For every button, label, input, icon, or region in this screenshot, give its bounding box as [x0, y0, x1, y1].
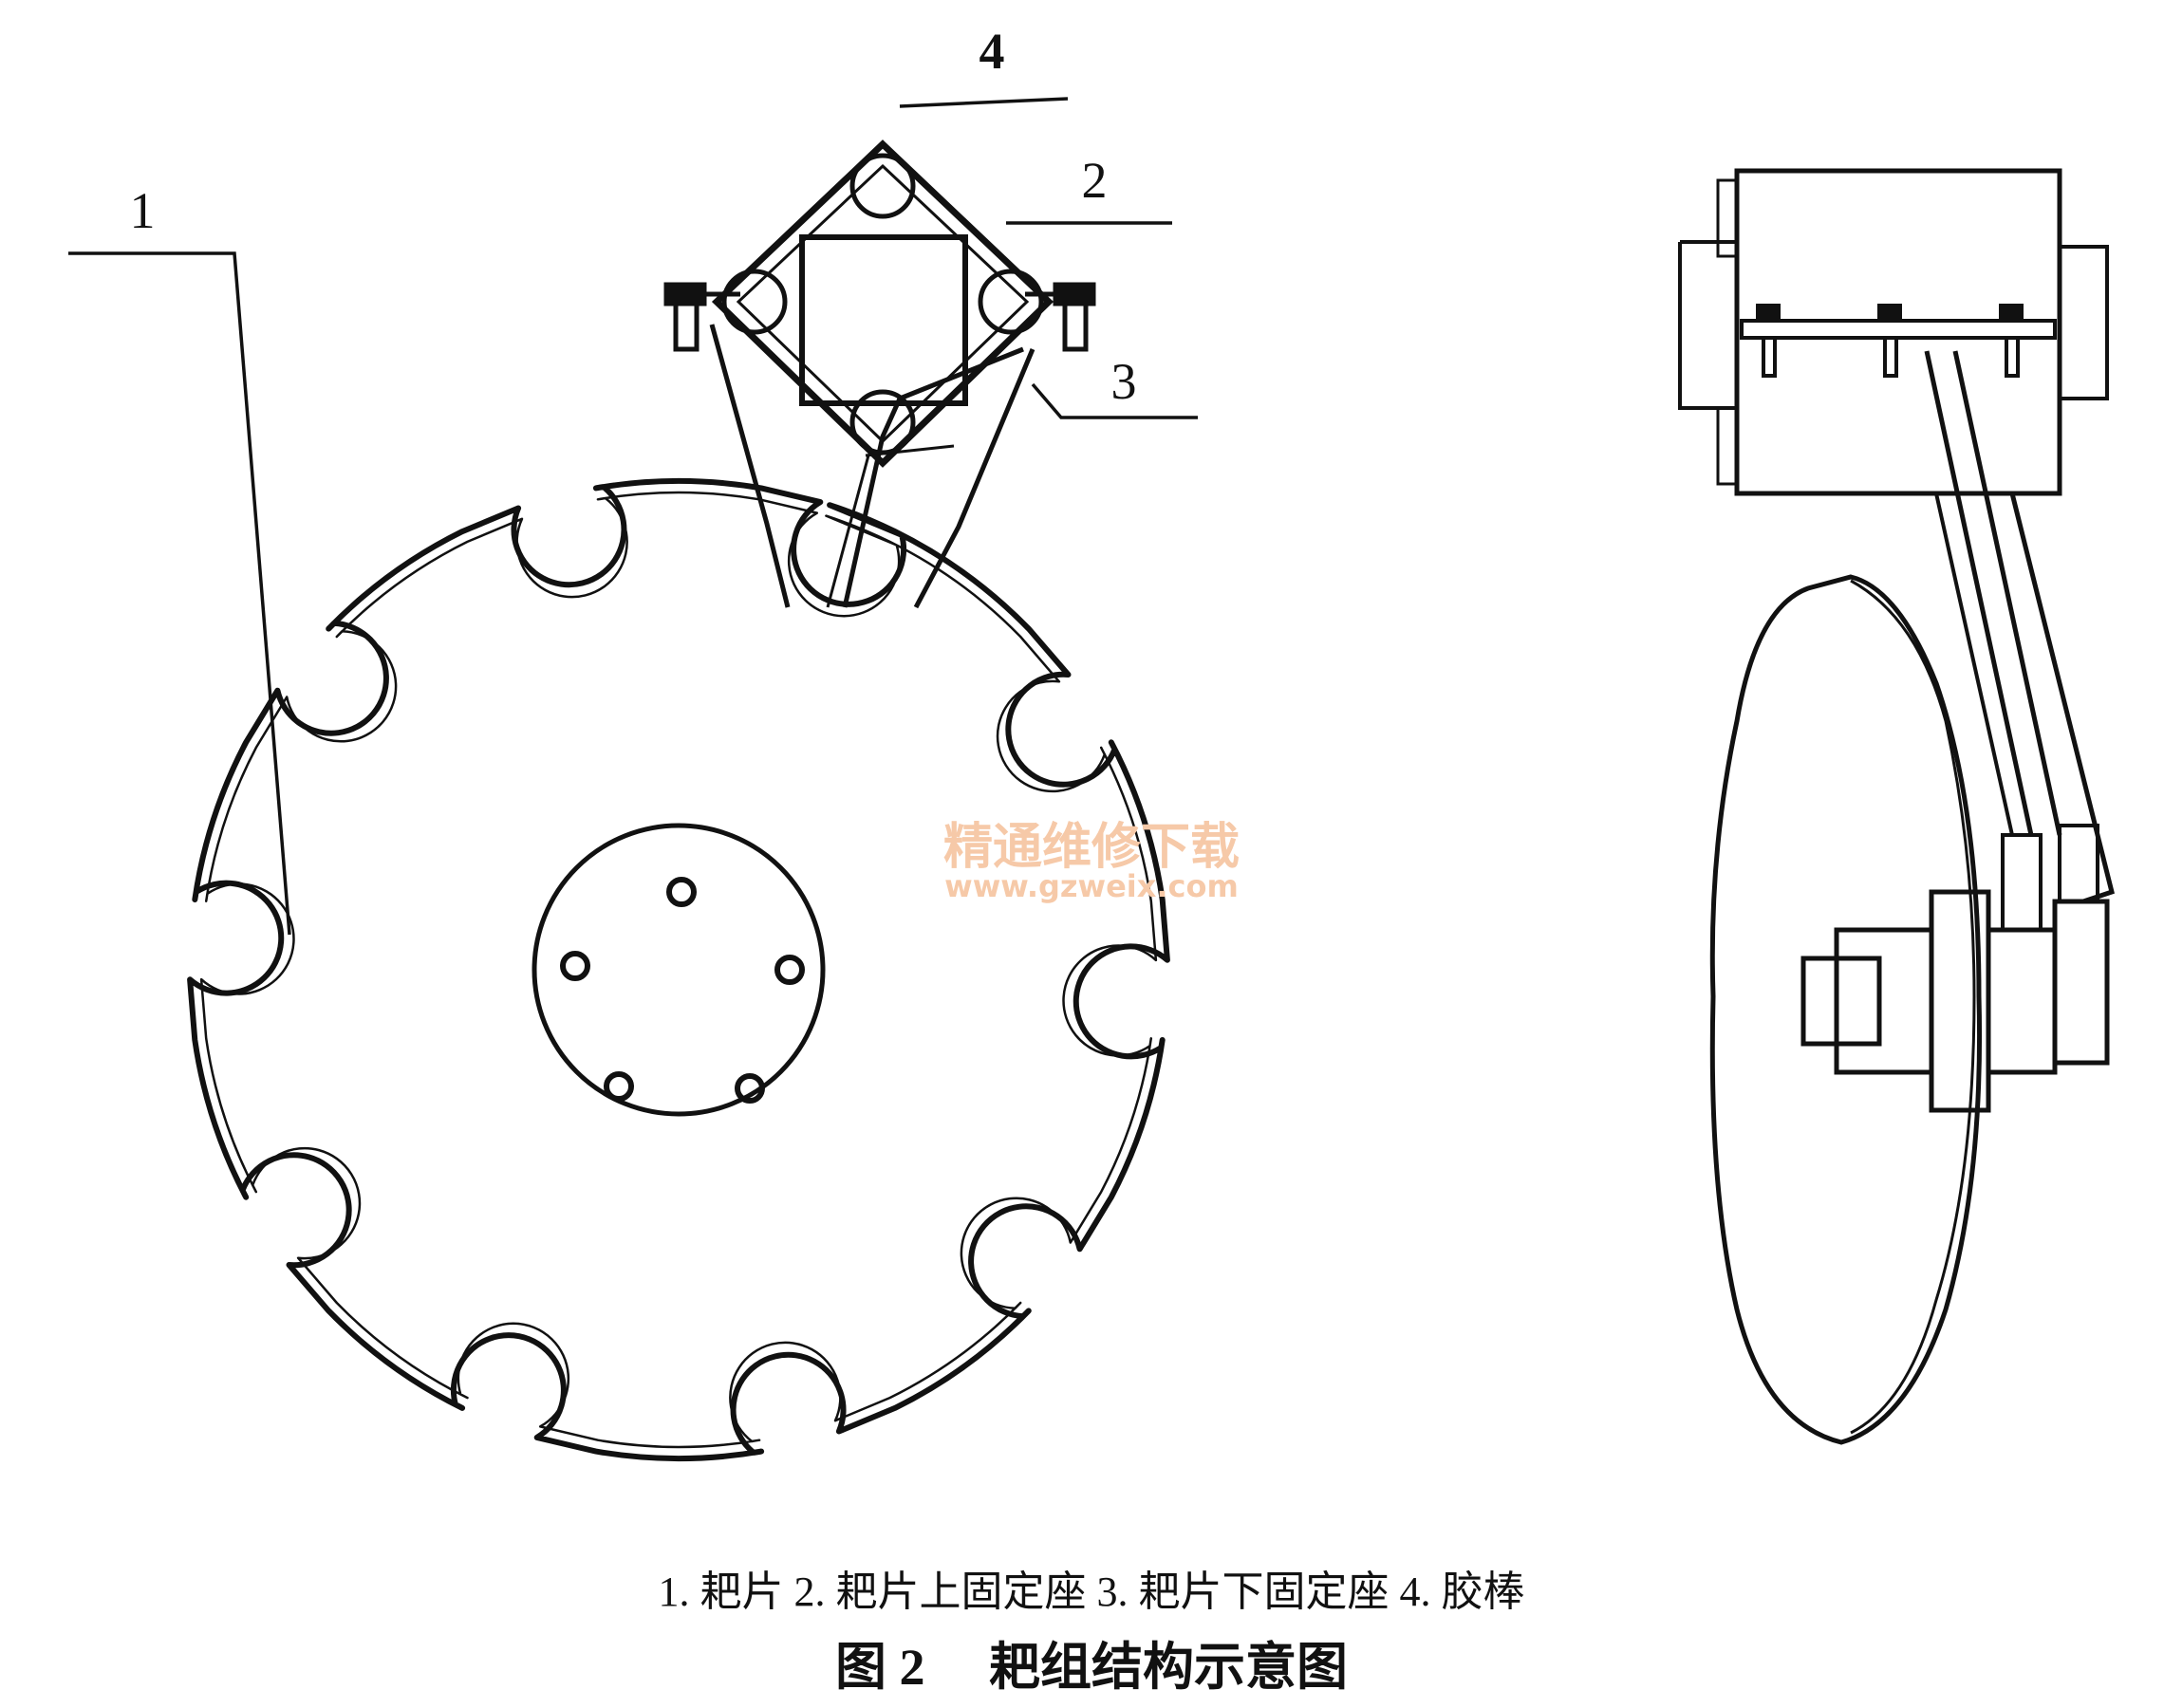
- lower-mount-shank: [709, 324, 1035, 609]
- figure-caption: 图 2 耙组结构示意图: [835, 1639, 1348, 1696]
- legend: 1. 耙片 2. 耙片上固定座 3. 耙片下固定座 4. 胶棒: [659, 1569, 1525, 1615]
- side-bearing-housing: [1800, 956, 1882, 1047]
- side-clamp-plate: [1740, 319, 2057, 340]
- rubber-rod: [849, 153, 916, 219]
- leader-4: [899, 97, 1069, 108]
- hub-bolt: [735, 1073, 765, 1104]
- leader-1: [68, 251, 291, 936]
- side-view: [1678, 168, 2115, 1445]
- leader-lines: [68, 97, 1198, 936]
- callout-2: 2: [1082, 152, 1108, 209]
- upper-fixing-seat: [663, 139, 1096, 468]
- side-disc-outline: [1709, 574, 1983, 1445]
- clamp-diamond-inner: [736, 163, 1030, 444]
- clamp-bolt-right: [1025, 282, 1096, 352]
- square-shaft: [799, 234, 968, 406]
- rubber-rod: [849, 389, 916, 455]
- frame-block: [1734, 168, 2062, 496]
- callout-3: 3: [1111, 353, 1137, 410]
- clamp-diamond: [711, 139, 1054, 468]
- watermark-cn: 精通维修下载: [943, 819, 1240, 876]
- hub-bolt: [774, 955, 805, 985]
- callout-1: 1: [130, 182, 156, 239]
- disc-outline: [187, 477, 1170, 1462]
- hub-circle: [532, 823, 826, 1117]
- disc-hub: [532, 823, 826, 1117]
- leader-3: [1031, 382, 1198, 419]
- disc-outline-inner: [199, 491, 1158, 1449]
- clamp-bolt-left: [663, 282, 740, 352]
- watermark-url: www.gzweix.com: [944, 868, 1239, 904]
- rubber-rod: [721, 269, 788, 335]
- rubber-rod: [978, 269, 1044, 335]
- notched-disc: [187, 477, 1170, 1462]
- hub-bolt: [560, 951, 590, 981]
- callout-4: 4: [979, 23, 1005, 80]
- hub-bolt: [604, 1071, 634, 1102]
- hub-bolt: [666, 877, 697, 907]
